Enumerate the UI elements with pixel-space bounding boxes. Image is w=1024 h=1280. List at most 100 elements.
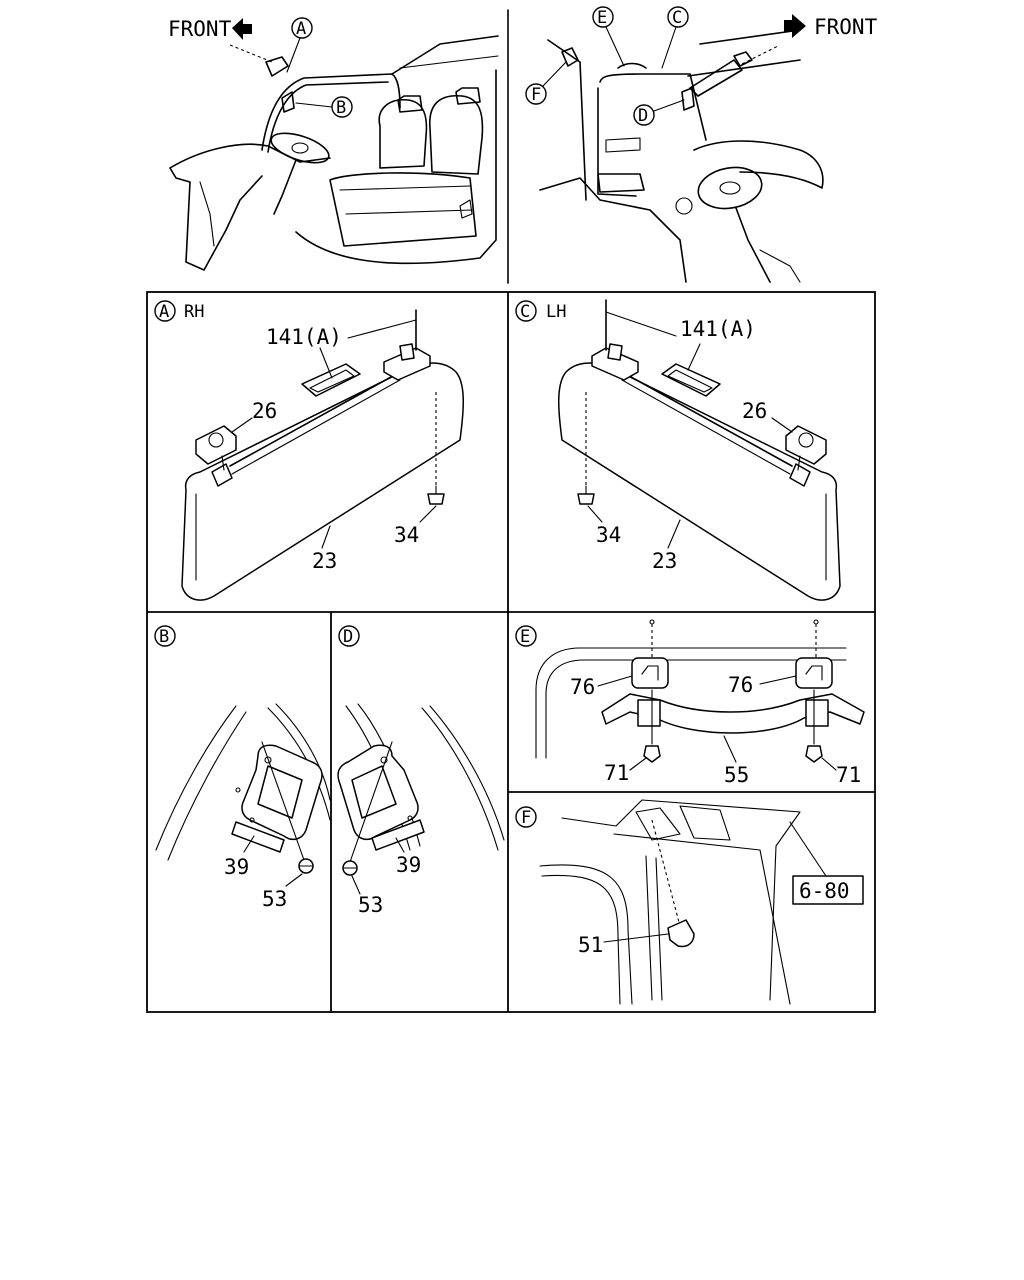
callout-f: F xyxy=(531,85,541,105)
dashboard-detail xyxy=(199,181,215,247)
label-39-d: 39 xyxy=(396,853,421,877)
roof-inner-f xyxy=(613,833,791,1005)
roof-line xyxy=(391,35,499,75)
pedal-detail xyxy=(759,249,801,283)
cab-floor-right xyxy=(539,177,687,283)
cab-interior-lh-view: FRONT E C F D xyxy=(525,6,878,283)
label-23-lh: 23 xyxy=(652,549,677,573)
leader-53-d xyxy=(351,875,361,895)
grip-end-right xyxy=(805,699,829,727)
leader-141a-lh xyxy=(687,343,701,371)
visor-c-dash xyxy=(741,45,779,65)
bracket-hole-b3 xyxy=(249,817,255,823)
callout-c: C xyxy=(672,8,682,28)
callout-circle-f xyxy=(525,83,547,105)
panel-a-side: RH xyxy=(184,302,204,322)
windshield-frame xyxy=(261,73,401,151)
panel-c-circle xyxy=(515,300,537,322)
screw-axis-b xyxy=(261,741,305,861)
pillar-line-b2 xyxy=(167,711,247,861)
seat-back-right xyxy=(429,95,484,175)
dashboard-right xyxy=(693,140,824,189)
headliner-inner-e xyxy=(545,659,847,759)
leader-34-lh xyxy=(587,505,603,523)
label-6-80: 6-80 xyxy=(799,879,850,903)
leader-76-left xyxy=(597,675,633,687)
clip-pin-rh xyxy=(221,455,225,471)
leader-f xyxy=(542,61,567,87)
callout-a: A xyxy=(296,19,306,39)
label-23-rh: 23 xyxy=(312,549,337,573)
leader-c xyxy=(661,26,677,69)
leader-23-rh xyxy=(321,525,331,549)
label-26-rh: 26 xyxy=(252,399,277,423)
pillar-line-d3 xyxy=(421,707,499,851)
headrest-right xyxy=(455,87,481,105)
steering-hub-right xyxy=(719,181,741,195)
leader-26-rh xyxy=(231,417,253,433)
panel-e-circle xyxy=(515,625,537,647)
grip-e xyxy=(617,62,647,69)
leader-b xyxy=(295,102,333,108)
panel-f: F 6-80 51 xyxy=(515,799,864,1005)
leader-51 xyxy=(603,933,669,943)
label-53-b: 53 xyxy=(262,887,287,911)
callout-d: D xyxy=(638,106,648,126)
steering-wheel-right xyxy=(697,166,763,210)
screw-34-lh xyxy=(577,493,595,505)
cap-pin-right xyxy=(813,619,819,625)
roof-outline-f xyxy=(561,799,801,1001)
leader-53-b xyxy=(285,873,303,887)
visor-c-mount xyxy=(733,51,753,67)
dash-knob xyxy=(675,197,693,215)
callout-circle-a xyxy=(291,17,313,39)
panel-c-letter: C xyxy=(520,302,530,322)
panel-e-letter: E xyxy=(520,627,530,647)
front-label-right: FRONT xyxy=(814,15,878,39)
cap-detail xyxy=(641,665,823,681)
a-pillar xyxy=(547,39,587,201)
screw-71-right xyxy=(805,745,823,763)
panel-f-letter: F xyxy=(521,808,531,828)
visor-mount xyxy=(265,56,289,77)
cover-141a-rh-inner xyxy=(309,369,355,393)
label-141a-lh: 141(A) xyxy=(680,317,756,341)
grip-b xyxy=(281,91,295,113)
panel-a-circle xyxy=(154,300,176,322)
steering-column-right xyxy=(735,207,771,283)
label-34-rh: 34 xyxy=(394,523,419,547)
panel-d-circle xyxy=(338,625,360,647)
label-71-left: 71 xyxy=(604,761,629,785)
leader-a xyxy=(286,37,301,73)
roof-opening-f xyxy=(635,805,731,841)
panel-e: E 76 76 71 71 55 xyxy=(515,619,865,787)
screw-34-rh xyxy=(427,493,445,505)
leader-141a-rh-2 xyxy=(347,319,417,339)
cover-141a-lh xyxy=(661,363,721,397)
clip-26-lh xyxy=(785,425,827,465)
coat-hook-51 xyxy=(667,919,695,948)
dashboard-top xyxy=(169,143,331,169)
callout-circle-d xyxy=(633,104,655,126)
leader-76-right xyxy=(759,675,797,685)
visor-rod-rh-2 xyxy=(231,379,401,475)
pillar-line-b4 xyxy=(275,703,331,801)
leader-71-left xyxy=(629,757,647,771)
cover-141a-rh xyxy=(301,363,361,397)
bracket-hole-d1 xyxy=(380,756,388,764)
callout-b: B xyxy=(336,98,346,118)
leader-e xyxy=(605,26,625,67)
panel-a-letter: A xyxy=(159,302,169,322)
front-label-left: FRONT xyxy=(168,17,232,41)
leader-6-80 xyxy=(789,821,827,877)
label-53-d: 53 xyxy=(358,893,383,917)
label-34-lh: 34 xyxy=(596,523,621,547)
label-141a-rh: 141(A) xyxy=(266,325,342,349)
bracket-hole-b1 xyxy=(264,756,272,764)
pillar-trim-f xyxy=(645,855,663,1001)
leader-26-lh xyxy=(771,417,793,433)
bracket-hole-b2 xyxy=(235,787,241,793)
cab-floor xyxy=(295,69,497,265)
rear-window-frame xyxy=(599,73,707,141)
front-arrow-left-icon xyxy=(232,18,252,40)
